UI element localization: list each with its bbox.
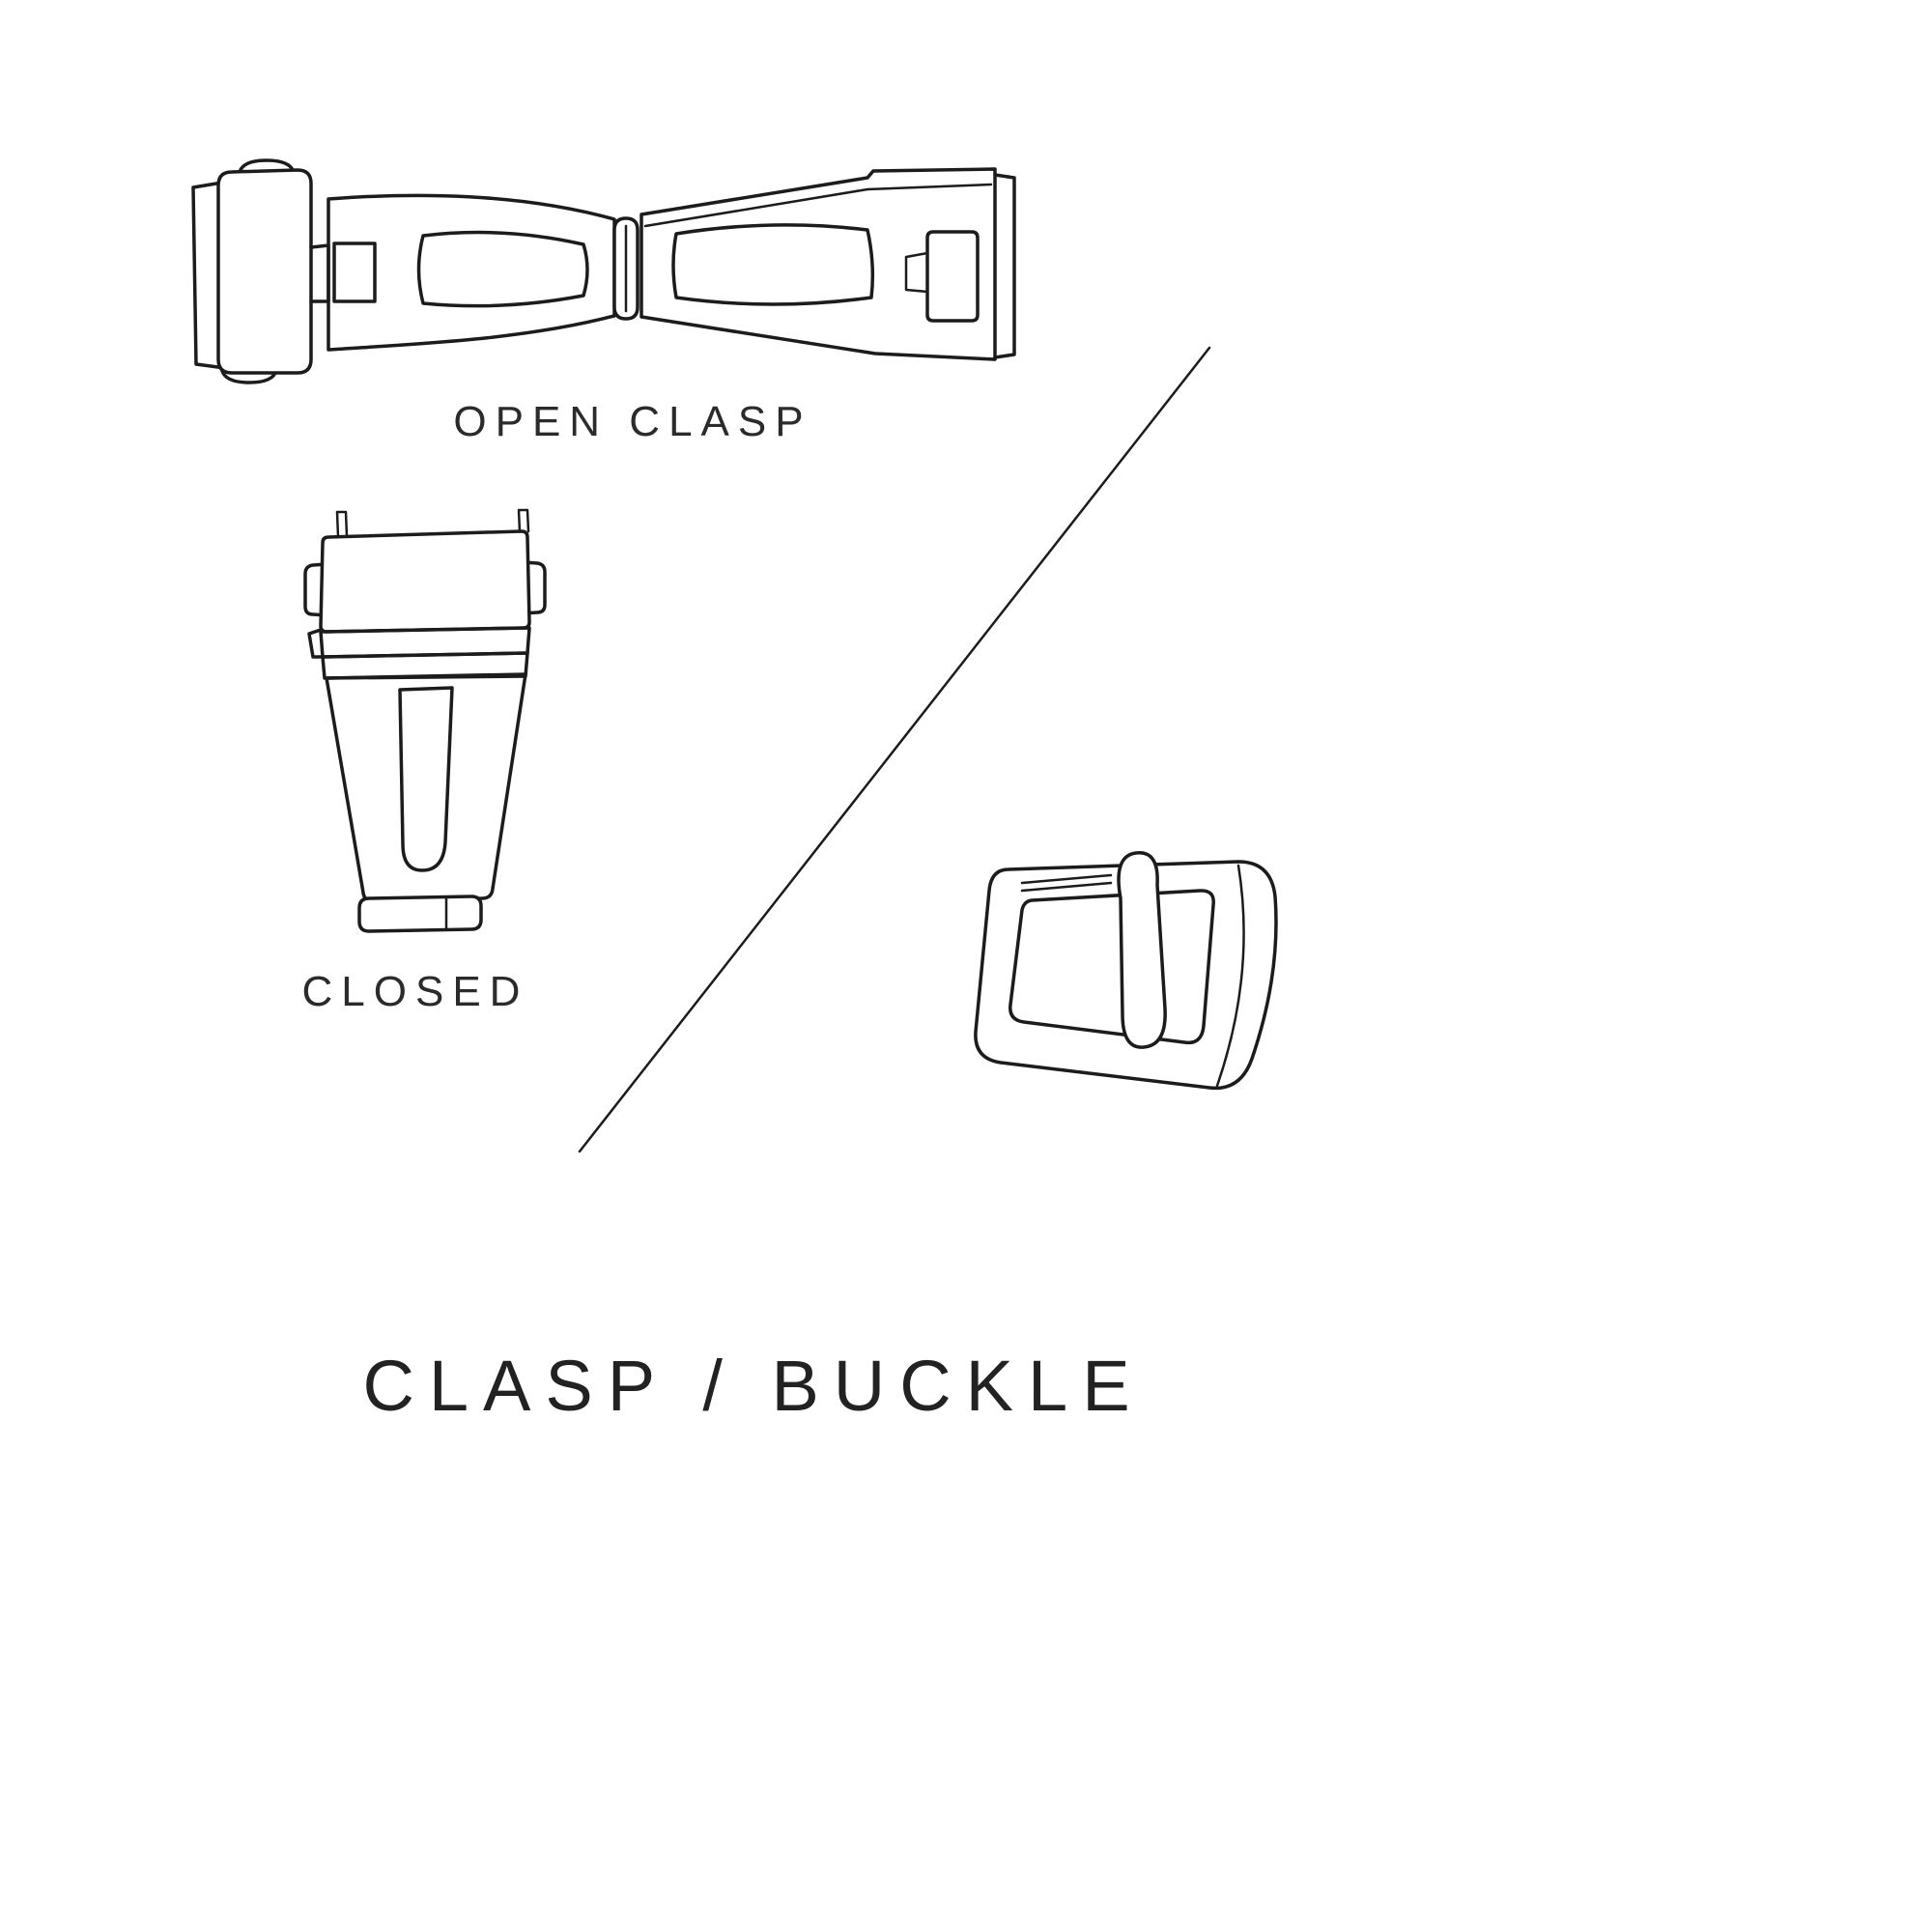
page-title: CLASP / BUCKLE: [362, 1346, 1145, 1426]
closed-clasp-illustration: [303, 508, 547, 933]
closed-clasp-label: CLOSED: [301, 968, 529, 1015]
open-clasp-label: OPEN CLASP: [453, 398, 812, 445]
buckle-illustration: [974, 851, 1278, 1091]
divider-line: [578, 346, 1211, 1153]
open-clasp-illustration: [191, 158, 1016, 384]
